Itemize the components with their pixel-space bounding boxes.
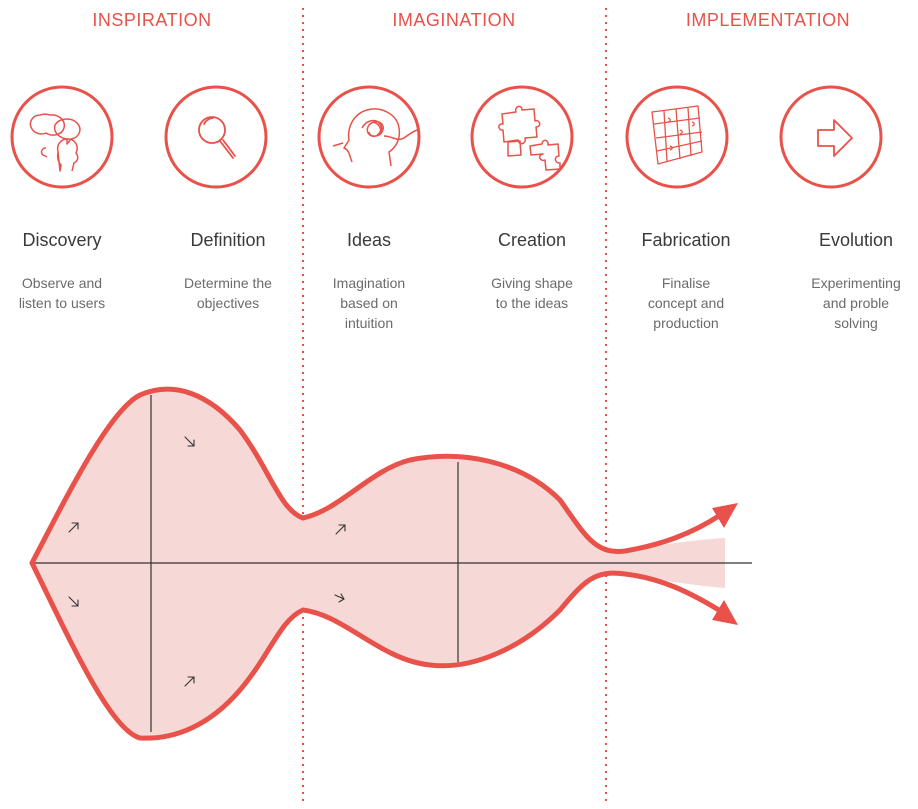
arrowhead-bottom [712,600,738,625]
small-arrow-3 [68,596,79,607]
phase-title-implementation: IMPLEMENTATION [685,10,851,30]
small-arrow-4 [184,676,195,687]
process-shape-outline-bottom [29,560,725,741]
fabrication-icon-circle [625,85,729,189]
puzzle-pieces-icon [498,105,561,171]
step-name-fabrication: Fabrication [641,230,731,250]
small-arrow-1 [184,436,195,447]
ideas-icon-circle [317,85,421,189]
definition-icon-circle [164,85,268,189]
step-name-definition: Definition [190,230,266,250]
step-name-ideas: Ideas [346,230,392,250]
process-shape-outline-top [29,386,725,566]
magnifier-icon [198,116,236,159]
arrowhead-top [712,503,738,528]
discovery-icon-circle [10,85,114,189]
step-desc-evolution: Experimenting and proble solving [811,275,901,331]
heads-talking-icon [29,113,81,172]
step-desc-creation: Giving shape to the ideas [491,275,573,311]
small-arrow-5 [335,524,346,535]
process-shape-fill [32,389,725,739]
puzzle-grid-icon [651,105,703,165]
phase-title-imagination: IMAGINATION [392,10,516,30]
head-idea-icon [332,108,418,167]
arrow-right-icon [817,119,853,157]
step-desc-ideas: Imagination based on intuition [332,275,406,331]
step-name-evolution: Evolution [818,230,894,250]
evolution-icon-circle [779,85,883,189]
phase-title-inspiration: INSPIRATION [92,10,212,30]
step-name-discovery: Discovery [22,230,102,250]
step-desc-discovery: Observe and listen to users [18,275,106,311]
creation-icon-circle [470,85,574,189]
small-arrow-2 [68,522,79,533]
step-desc-definition: Determine the objectives [184,275,272,311]
step-desc-fabrication: Finalise concept and production [647,275,725,331]
small-arrow-6 [334,593,345,603]
step-name-creation: Creation [497,230,567,250]
